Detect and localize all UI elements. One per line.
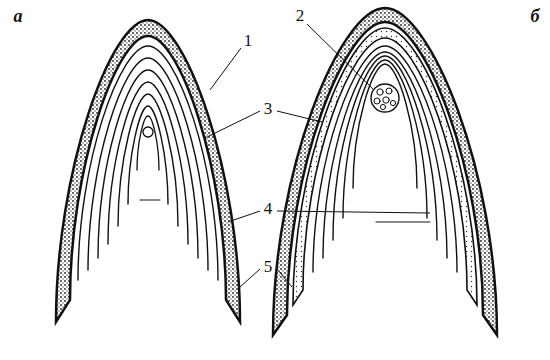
callout-number: 4 [264,200,273,217]
callout-number: 1 [244,32,253,49]
leader-line [210,48,241,90]
leader-lines [205,24,430,287]
leaf-primordium [128,106,168,204]
callout-number: 2 [296,7,305,24]
flower-bud [273,8,497,335]
leaf-primordium [353,64,417,188]
callout-number: 5 [264,258,273,275]
callout-number: 3 [264,100,273,117]
bud-scale [273,8,497,335]
leaf-primordium [323,52,447,258]
leader-line [277,111,322,122]
leaf-primordium [313,46,457,272]
leaf-primordium [137,116,159,170]
bud-scale [56,20,240,322]
leaf-primordium [118,94,178,226]
leader-line [205,111,260,138]
figure-letter: б [531,7,540,25]
leaf-primordium [78,46,218,280]
leaf-primordium [108,82,188,244]
leaf-primordium [88,58,208,270]
leader-line [228,211,260,222]
leaf-primordium [98,70,198,258]
leader-line [277,269,292,287]
leader-line [277,211,430,213]
leader-line [240,269,260,287]
leader-line [307,24,374,90]
leaf-primordium [343,60,427,218]
stem-line [376,222,430,223]
vegetative-bud [56,20,240,322]
growth-cone [143,127,153,137]
stem-line [140,200,160,201]
bud-scale [293,28,477,305]
figure-letter: а [14,7,23,25]
flower-primordium [371,84,399,112]
